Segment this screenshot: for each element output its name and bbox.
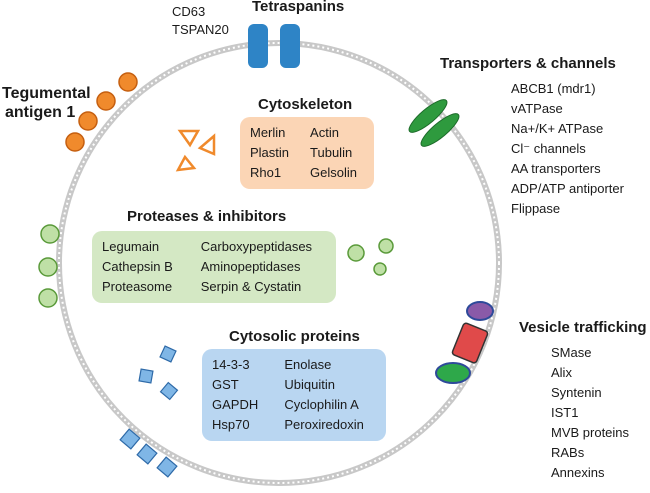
vesicle-item: Alix	[551, 365, 572, 380]
cytosolic-item: GAPDH	[212, 397, 259, 412]
vesicle-red-rect	[451, 322, 489, 364]
vesicle-item: MVB proteins	[551, 425, 630, 440]
membrane-diamond-3	[156, 456, 178, 478]
transporter-item: Cl⁻ channels	[511, 141, 586, 156]
cytosolic-item: Enolase	[284, 357, 332, 372]
membrane-diamond-1	[119, 428, 141, 450]
cytoskeleton-item: Actin	[310, 125, 339, 140]
protease-item: Aminopeptidases	[200, 259, 301, 274]
vesicle-item: Annexins	[551, 465, 605, 480]
inner-green-circle-1	[347, 244, 365, 262]
cytosolic-item: Cyclophilin A	[284, 397, 359, 412]
tetraspanin-item-2: TSPAN20	[172, 22, 229, 37]
cytosolic-item: Peroxiredoxin	[284, 417, 364, 432]
tetraspanins-title: Tetraspanins	[252, 0, 345, 15]
cytosolic-box: 14-3-3 Enolase GST Ubiquitin GAPDH Cyclo…	[202, 349, 386, 441]
cytosolic-shapes	[138, 345, 179, 401]
tegumental-circle-3	[78, 111, 98, 131]
cytosolic-shape-1	[159, 345, 177, 363]
transporter-protein-2	[420, 113, 460, 147]
left-green-circle-2	[38, 257, 58, 277]
tegumental-circle-2	[96, 91, 116, 111]
membrane-diamond-2	[136, 443, 158, 465]
vesicle-item: SMase	[551, 345, 592, 360]
transporter-item: ABCB1 (mdr1)	[511, 81, 596, 96]
protease-item: Legumain	[102, 239, 160, 254]
cytosolic-item: Hsp70	[212, 417, 250, 432]
protease-item: Cathepsin B	[102, 259, 173, 274]
proteases-title: Proteases & inhibitors	[127, 208, 287, 225]
tegumental-title-line2: antigen 1	[5, 104, 76, 121]
cytoskeleton-title: Cytoskeleton	[258, 96, 353, 113]
protease-item: Carboxypeptidases	[200, 239, 313, 254]
cytoskeleton-item: Tubulin	[310, 145, 353, 160]
vesicle-list: SMase Alix Syntenin IST1 MVB proteins RA…	[551, 343, 629, 483]
cytoskeleton-triangle-3	[175, 154, 197, 172]
tetraspanin-protein-1	[248, 24, 268, 68]
tetraspanin-item-1: CD63	[172, 4, 206, 19]
tegumental-title-line1: Tegumental	[2, 85, 91, 102]
vesicle-trafficking-stack	[435, 301, 494, 384]
transporter-item: vATPase	[511, 101, 563, 116]
protease-vesicles-inner	[347, 238, 394, 276]
tegumental-circle-1	[118, 72, 138, 92]
tegumental-circle-4	[65, 132, 85, 152]
transporters-title: Transporters & channels	[440, 55, 616, 72]
membrane-diamonds	[119, 428, 178, 478]
protease-vesicles-left	[38, 224, 60, 308]
vesicle-item: RABs	[551, 445, 585, 460]
transporter-item: AA transporters	[511, 161, 601, 176]
cytosolic-title: Cytosolic proteins	[229, 328, 360, 345]
protease-item: Proteasome	[102, 279, 173, 294]
transporters-list: ABCB1 (mdr1) vATPase Na+/K+ ATPase Cl⁻ c…	[511, 79, 624, 219]
cytoskeleton-triangle-1	[177, 129, 201, 148]
vesicle-green-oval	[435, 362, 471, 384]
inner-green-circle-2	[378, 238, 394, 254]
cytoskeleton-triangles	[175, 129, 216, 172]
cytoskeleton-box: Merlin Actin Plastin Tubulin Rho1 Gelsol…	[240, 117, 374, 189]
vesicle-item: IST1	[551, 405, 579, 420]
tetraspanin-proteins	[248, 24, 300, 68]
cytosolic-shape-2	[138, 368, 154, 384]
cytoskeleton-item: Merlin	[250, 125, 286, 140]
left-green-circle-3	[38, 288, 58, 308]
transporter-protein-1	[408, 99, 448, 133]
transporter-item: ADP/ATP antiporter	[511, 181, 624, 196]
tetraspanin-protein-2	[280, 24, 300, 68]
inner-green-circle-3	[373, 262, 387, 276]
vesicle-title: Vesicle trafficking	[519, 319, 647, 336]
cytoskeleton-item: Plastin	[250, 145, 290, 160]
proteases-box: Legumain Carboxypeptidases Cathepsin B A…	[92, 231, 336, 303]
vesicle-purple-oval	[466, 301, 494, 321]
transporter-item: Na+/K+ ATPase	[511, 121, 604, 136]
cytosolic-item: 14-3-3	[212, 357, 250, 372]
protease-item: Serpin & Cystatin	[200, 279, 302, 294]
vesicle-item: Syntenin	[551, 385, 602, 400]
transporter-proteins	[408, 99, 460, 147]
cytosolic-item: GST	[212, 377, 239, 392]
left-green-circle-1	[40, 224, 60, 244]
cytosolic-shape-3	[159, 381, 179, 401]
cytoskeleton-triangle-2	[197, 133, 216, 156]
cytosolic-item: Ubiquitin	[284, 377, 335, 392]
cytoskeleton-item: Gelsolin	[310, 165, 357, 180]
cytoskeleton-item: Rho1	[250, 165, 282, 180]
membrane-texture	[58, 42, 500, 484]
tegumental-antigen-circles	[65, 72, 138, 152]
transporter-item: Flippase	[511, 201, 561, 216]
